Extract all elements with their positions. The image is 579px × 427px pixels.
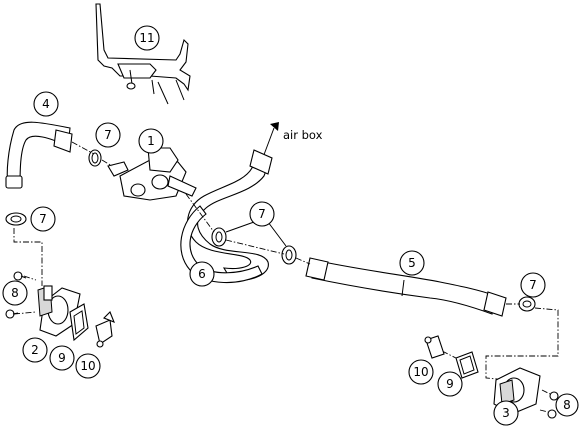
callout-8a-label: 8 xyxy=(11,286,19,300)
part-8-screws-left xyxy=(5,271,27,319)
callout-6: 6 xyxy=(189,261,215,287)
callout-7a-label: 7 xyxy=(104,128,112,142)
callout-8a: 8 xyxy=(2,280,28,306)
part-6-hose xyxy=(180,149,273,284)
callout-5-label: 5 xyxy=(408,256,416,270)
callout-5: 5 xyxy=(399,250,425,276)
part-2-cover-left xyxy=(37,285,81,337)
part-9-gasket-left xyxy=(69,303,89,342)
assembly-lines xyxy=(13,141,559,413)
callout-9a: 9 xyxy=(49,345,75,371)
callout-8b-label: 8 xyxy=(563,398,571,412)
callout-10b: 10 xyxy=(408,359,434,385)
callout-3: 3 xyxy=(493,400,519,426)
callout-7a: 7 xyxy=(95,122,121,148)
callout-7d: 7 xyxy=(520,272,546,298)
air-box-label: air box xyxy=(283,128,323,142)
part-7-clamps-middle xyxy=(211,221,297,265)
part-1-valve xyxy=(107,147,197,201)
part-5-hose xyxy=(305,257,507,317)
callout-10a-label: 10 xyxy=(80,359,95,373)
part-4-hose xyxy=(5,121,73,226)
callout-2-label: 2 xyxy=(31,343,39,357)
callout-3-label: 3 xyxy=(502,406,510,420)
part-9-gasket-right xyxy=(455,351,479,379)
callout-8b: 8 xyxy=(555,393,579,417)
callout-6-label: 6 xyxy=(198,267,206,281)
callout-11-label: 11 xyxy=(139,31,154,45)
part-11-bracket xyxy=(95,3,191,105)
callout-4-label: 4 xyxy=(42,97,50,111)
callout-9b: 9 xyxy=(437,371,463,397)
callout-9a-label: 9 xyxy=(58,351,66,365)
callout-11: 11 xyxy=(134,25,160,51)
callout-10b-label: 10 xyxy=(413,365,428,379)
part-10-reed-left xyxy=(95,311,115,348)
part-7-clamp-right xyxy=(518,296,536,312)
callout-7c: 7 xyxy=(249,201,275,227)
callout-7b-label: 7 xyxy=(39,212,47,226)
callout-9b-label: 9 xyxy=(446,377,454,391)
callout-1: 1 xyxy=(138,128,164,154)
callout-2: 2 xyxy=(22,337,48,363)
callout-10a: 10 xyxy=(75,353,101,379)
part-8-screws-right xyxy=(547,391,559,419)
callout-1-label: 1 xyxy=(147,134,155,148)
part-10-reed-right xyxy=(424,335,445,359)
callout-7c-label: 7 xyxy=(258,207,266,221)
callout-7b: 7 xyxy=(30,206,56,232)
callout-7d-label: 7 xyxy=(529,278,537,292)
part-7-clamp-top xyxy=(88,149,102,167)
callout-4: 4 xyxy=(33,91,59,117)
